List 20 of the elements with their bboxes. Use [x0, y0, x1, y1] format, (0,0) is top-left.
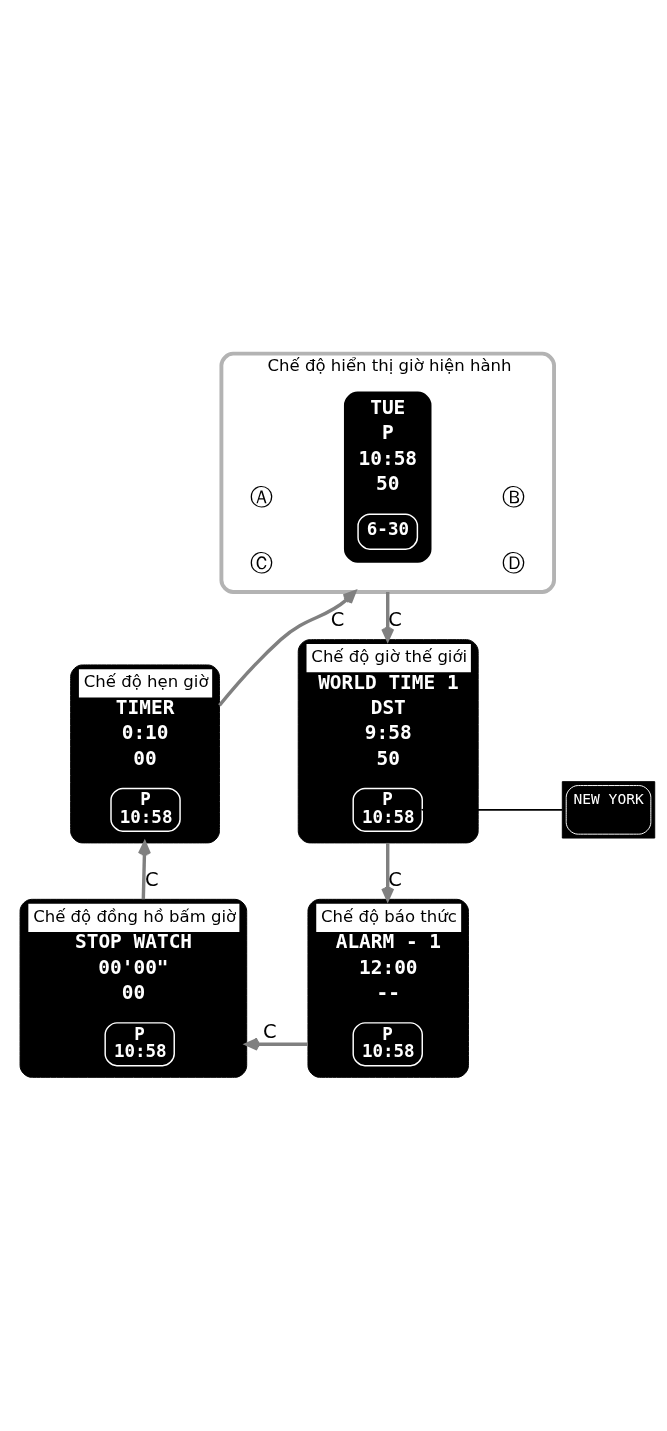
arrow [381, 591, 395, 642]
arrow [245, 1037, 308, 1051]
edge-label: C [263, 1020, 277, 1044]
label: Ⓓ [502, 548, 526, 577]
node-box: P 10:58 [110, 787, 181, 832]
edge-label: C [145, 867, 159, 891]
label: Ⓒ [249, 548, 273, 577]
node-box: P 10:58 [352, 787, 423, 832]
node-box: P 10:58 [104, 1022, 175, 1067]
edge-label: C [388, 867, 402, 891]
arrow [381, 842, 395, 902]
edge-label: C [388, 608, 402, 632]
edge-label: C [330, 608, 345, 632]
node-box: NEW YORK [561, 781, 656, 839]
arrow [137, 841, 151, 900]
arrow [218, 590, 357, 707]
label: Ⓐ [249, 482, 273, 511]
node-box: P 10:58 [352, 1022, 423, 1067]
label: Ⓑ [502, 482, 526, 511]
node-box: 6-30 [357, 513, 419, 550]
